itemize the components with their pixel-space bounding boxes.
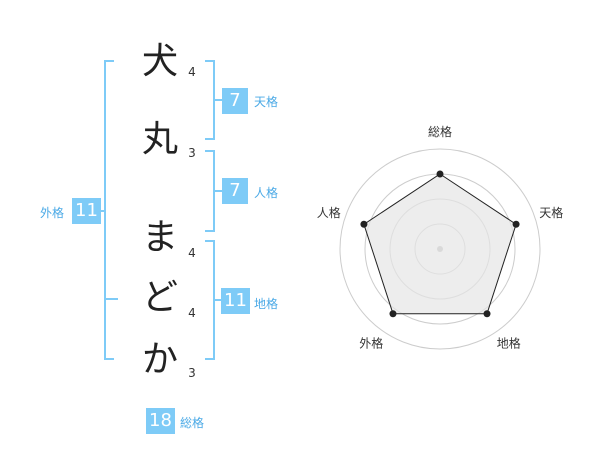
- stroke-count-3: 4: [188, 246, 196, 260]
- name-char-5: か: [141, 339, 178, 380]
- radar-point: [436, 170, 444, 178]
- radar-ring: [339, 148, 541, 350]
- chikaku-label: 地格: [254, 297, 279, 311]
- chikaku-value-box: 11: [221, 288, 250, 314]
- radar-point: [483, 310, 491, 318]
- radar-point: [512, 220, 520, 228]
- stroke-count-5: 3: [188, 366, 196, 380]
- radar-axis-label: 総格: [428, 124, 452, 139]
- stroke-count-2: 3: [188, 146, 196, 160]
- radar-polygon: [363, 173, 517, 315]
- soukaku-label: 総格: [180, 416, 205, 430]
- gaikaku-bracket-tick: [104, 298, 118, 300]
- tenkaku-connector: [214, 99, 222, 101]
- jinkaku-label: 人格: [254, 186, 279, 200]
- radar-point: [389, 310, 397, 318]
- jinkaku-value-box: 7: [222, 178, 248, 204]
- radar-axis-label: 地格: [497, 336, 521, 351]
- tenkaku-value-box: 7: [222, 88, 248, 114]
- name-char-3: ま: [141, 217, 178, 258]
- stroke-count-4: 4: [188, 306, 196, 320]
- jinkaku-connector: [214, 190, 222, 192]
- radar-point: [360, 220, 368, 228]
- radar-shape: [363, 173, 517, 315]
- name-char-1: 犬: [141, 41, 178, 82]
- radar-axis-label: 人格: [317, 205, 341, 220]
- gaikaku-label: 外格: [40, 206, 65, 220]
- gaikaku-value-box: 11: [72, 198, 101, 224]
- radar-points: [360, 170, 520, 318]
- tenkaku-label: 天格: [254, 95, 279, 109]
- soukaku-value-box: 18: [146, 408, 175, 434]
- name-char-2: 丸: [141, 119, 178, 160]
- radar-axis-label: 外格: [359, 336, 383, 351]
- stroke-count-1: 4: [188, 65, 196, 79]
- radar-axis-label: 天格: [539, 205, 563, 220]
- gaikaku-connector: [98, 210, 106, 212]
- name-char-4: ど: [141, 277, 178, 318]
- chikaku-connector: [214, 299, 222, 301]
